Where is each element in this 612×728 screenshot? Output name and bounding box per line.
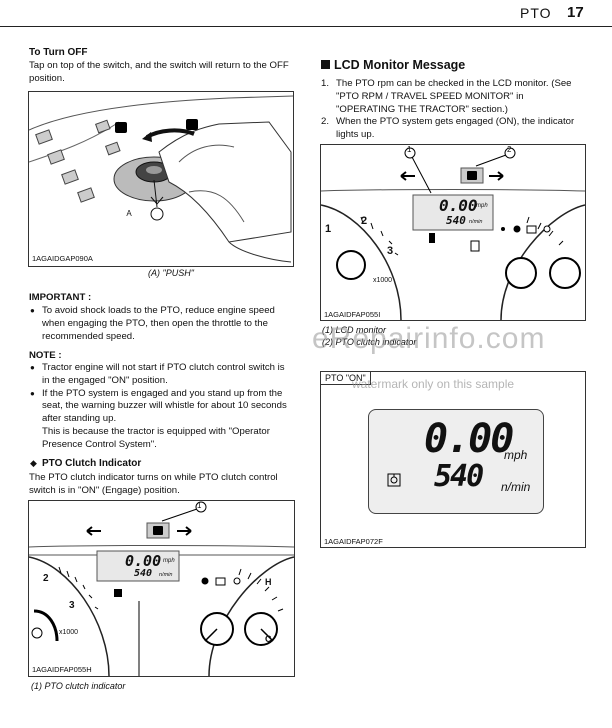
lcd-speed-value: 0.00	[439, 196, 478, 215]
figure-code: 1AGAIDGAP090A	[32, 254, 93, 263]
note-continuation: This is because the tractor is equipped …	[42, 425, 270, 450]
turn-off-heading: To Turn OFF	[29, 47, 88, 58]
important-heading: IMPORTANT :	[29, 292, 92, 303]
square-bullet-icon	[321, 60, 330, 69]
pto-indicator-heading: PTO Clutch Indicator	[42, 458, 142, 469]
important-list: To avoid shock loads to the PTO, reduce …	[30, 305, 292, 343]
dashboard-figure-right: 0.00 mph 540 n/min 1 2 3 x1000 1 2 1AGAI…	[320, 144, 586, 321]
figure-code: 1AGAIDFAP055I	[324, 310, 381, 319]
pto-icon	[387, 473, 401, 487]
figure-code: 1AGAIDFAP072F	[324, 537, 383, 546]
figure-callout-1: 1	[407, 145, 412, 154]
dashboard-figure-left: 0.00 mph 540 n/min 2 3 x1000 H C 1 1AGAI…	[28, 500, 295, 677]
watermark-main: eRepairinfo.com	[312, 322, 546, 355]
lcd-monitor-caption: (2) PTO clutch indicator	[322, 337, 417, 347]
pto-on-figure: PTO "ON" 0.00 mph 540 n/min 1AGAIDFAP072…	[320, 371, 586, 548]
lcd-monitor-item: 1.The PTO rpm can be checked in the LCD …	[321, 78, 572, 115]
lcd-screen	[368, 409, 544, 514]
lcd-monitor-heading: LCD Monitor Message	[334, 58, 466, 72]
figure-caption: (A) "PUSH"	[148, 268, 194, 278]
diamond-icon: ◆	[30, 458, 37, 468]
lcd-monitor-item: 2.When the PTO system gets engaged (ON),…	[321, 116, 575, 141]
pto-indicator-body: The PTO clutch indicator turns on while …	[29, 472, 278, 496]
lcd-monitor-caption: (1) LCD monitor	[322, 325, 387, 335]
lcd-speed-unit: mph	[163, 558, 175, 564]
lcd-rpm-unit: n/min	[159, 572, 173, 578]
note-heading: NOTE :	[29, 350, 62, 361]
figure-callout-2: 2	[507, 145, 512, 154]
pto-switch-figure: A 1AGAIDGAP090A	[28, 91, 294, 267]
lcd-speed-value: 0.00	[125, 552, 162, 570]
tach-number: 3	[69, 600, 75, 611]
note-list: Tractor engine will not start if PTO clu…	[30, 362, 292, 452]
lcd-rpm-unit: n/min	[469, 219, 483, 225]
lcd-rpm-unit: n/min	[501, 480, 531, 494]
lcd-rpm-value: 540	[446, 214, 466, 227]
tach-number: 2	[43, 573, 49, 584]
temp-high-label: H	[265, 577, 272, 587]
header-rule	[0, 26, 612, 27]
page-section-title: PTO	[520, 5, 552, 21]
pto-on-label: PTO "ON"	[321, 372, 371, 385]
lcd-speed-value: 0.00	[424, 416, 514, 462]
lcd-rpm-value: 540	[134, 568, 153, 579]
tach-number: 3	[387, 245, 394, 257]
lcd-monitor-list: 1.The PTO rpm can be checked in the LCD …	[321, 78, 583, 142]
note-item: Tractor engine will not start if PTO clu…	[30, 362, 292, 388]
tach-number: 1	[325, 223, 332, 235]
lcd-speed-unit: mph	[504, 448, 528, 462]
tach-multiplier: x1000	[59, 629, 79, 636]
lcd-rpm-value: 540	[434, 459, 484, 494]
tach-number: 2	[361, 215, 368, 227]
dashboard-illustration	[321, 147, 585, 320]
temp-cold-label: C	[265, 634, 272, 644]
figure-callout-1: 1	[197, 501, 202, 510]
pto-switch-illustration	[29, 95, 293, 263]
watermark-sub: watermark only on this sample	[352, 377, 515, 391]
note-item: If the PTO system is engaged and you sta…	[30, 388, 292, 426]
tach-multiplier: x1000	[373, 277, 393, 284]
page-number: 17	[567, 4, 584, 21]
figure-code: 1AGAIDFAP055H	[32, 665, 92, 674]
pto-indicator-caption: (1) PTO clutch indicator	[31, 681, 126, 691]
turn-off-body: Tap on top of the switch, and the switch…	[29, 60, 289, 84]
lcd-speed-unit: mph	[476, 203, 488, 209]
important-item: To avoid shock loads to the PTO, reduce …	[30, 305, 292, 343]
figure-callout-a: A	[126, 209, 132, 218]
dashboard-illustration	[29, 501, 294, 676]
